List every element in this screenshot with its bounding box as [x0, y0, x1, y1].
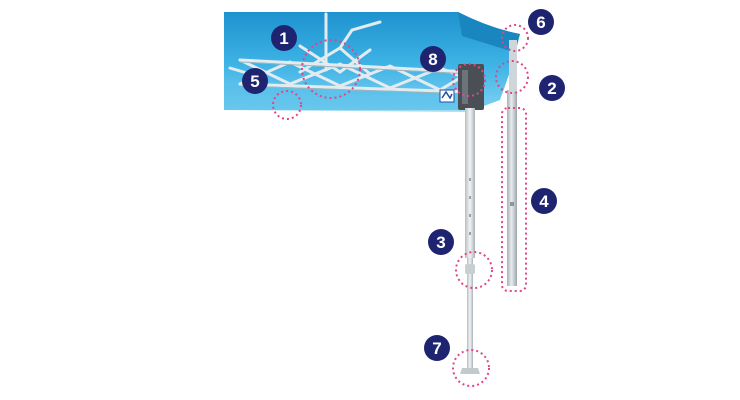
corner-bracket	[458, 64, 484, 110]
callout-badge-3: 3	[428, 229, 454, 255]
callout-ring-7	[452, 349, 490, 387]
callout-label-7: 7	[432, 339, 441, 358]
callout-rings	[272, 24, 529, 387]
callout-ring-6	[501, 24, 529, 52]
callout-label-8: 8	[428, 50, 437, 69]
callout-label-6: 6	[536, 13, 545, 32]
callout-badge-2: 2	[539, 75, 565, 101]
callout-ring-3	[455, 251, 493, 289]
callout-label-1: 1	[279, 29, 288, 48]
callout-badge-8: 8	[420, 46, 446, 72]
callout-ring-2	[495, 60, 529, 94]
rear-leg	[507, 40, 517, 286]
callout-ring-1	[301, 39, 361, 99]
canopy-peak-edge	[458, 12, 520, 52]
callout-badge-5: 5	[242, 68, 268, 94]
callout-badge-6: 6	[528, 9, 554, 35]
callout-label-3: 3	[436, 233, 445, 252]
callout-ring-5	[272, 90, 302, 120]
callout-label-2: 2	[547, 79, 556, 98]
brand-logo-icon	[439, 89, 455, 103]
callout-badge-7: 7	[424, 335, 450, 361]
callout-ring-8	[452, 63, 486, 97]
bracket-highlight	[462, 70, 468, 104]
foot-plate-shape	[460, 368, 480, 374]
callout-ring-4	[501, 107, 527, 292]
callout-label-4: 4	[539, 192, 549, 211]
front-leg	[460, 108, 480, 374]
callout-badge-4: 4	[531, 188, 557, 214]
truss-shadow	[239, 61, 471, 95]
callout-badge-1: 1	[271, 25, 297, 51]
callout-label-5: 5	[250, 72, 259, 91]
